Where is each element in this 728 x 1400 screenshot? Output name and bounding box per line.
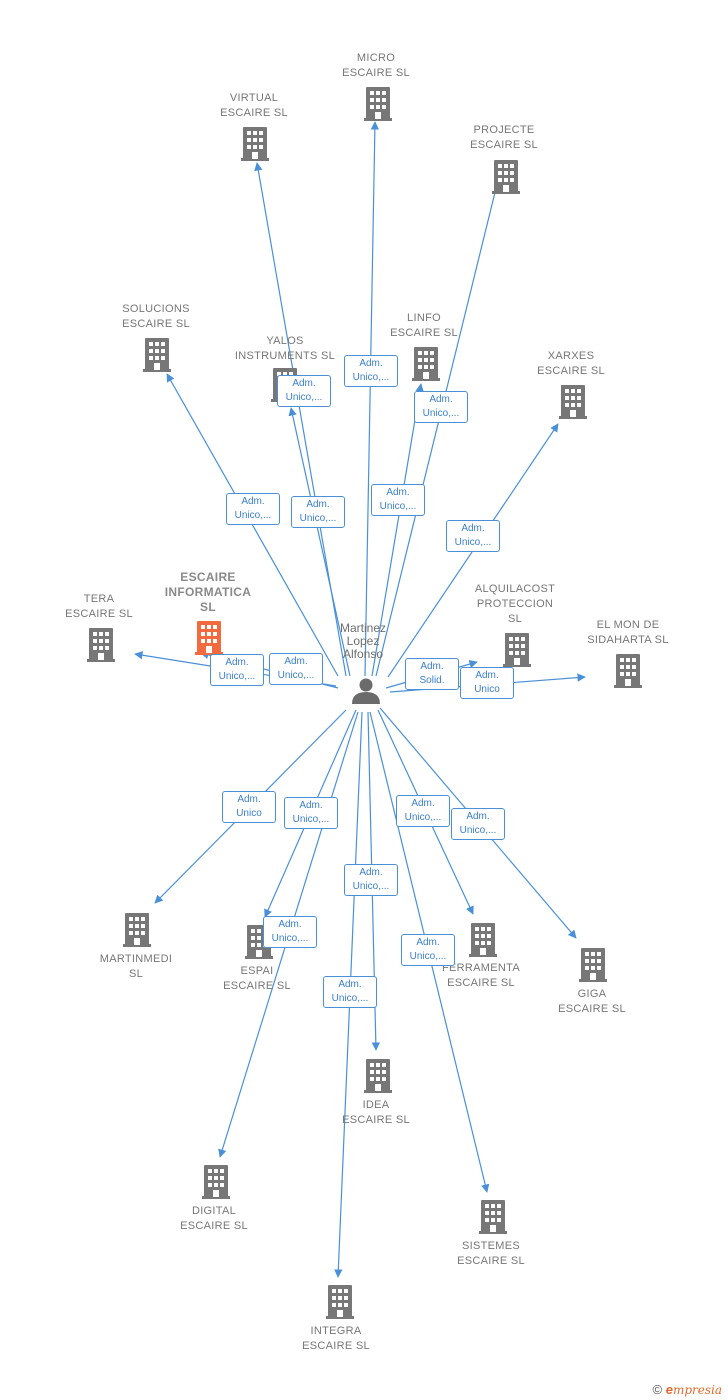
company-label-solucions[interactable]: SOLUCIONS ESCAIRE SL bbox=[122, 303, 190, 330]
relation-badge-elmon[interactable]: Adm. Unico bbox=[460, 667, 514, 699]
company-label-linfo[interactable]: LINFO ESCAIRE SL bbox=[390, 312, 458, 339]
company-label-giga[interactable]: GIGA ESCAIRE SL bbox=[558, 988, 626, 1015]
company-label-xarxes[interactable]: XARXES ESCAIRE SL bbox=[537, 350, 605, 377]
building-icon-micro[interactable] bbox=[364, 87, 392, 121]
company-label-informatica[interactable]: ESCAIRE INFORMATICA SL bbox=[164, 570, 252, 614]
edge-line-linfo bbox=[371, 383, 424, 677]
building-icon-digital[interactable] bbox=[202, 1165, 230, 1199]
relation-badge-espai[interactable]: Adm. Unico,... bbox=[284, 797, 338, 829]
company-label-alquilacost[interactable]: ALQUILACOST PROTECCION SL bbox=[474, 583, 556, 625]
building-icon-martinmedi[interactable] bbox=[123, 913, 151, 947]
building-icon-tera[interactable] bbox=[87, 628, 115, 662]
edge-line-solucions bbox=[166, 373, 339, 677]
company-label-virtual[interactable]: VIRTUAL ESCAIRE SL bbox=[220, 92, 288, 119]
relation-badge-idea[interactable]: Adm. Unico,... bbox=[344, 864, 398, 896]
edge-line-yalos bbox=[288, 407, 351, 677]
brand-logo[interactable]: empresia bbox=[665, 1382, 722, 1397]
building-icon-integra[interactable] bbox=[326, 1285, 354, 1319]
company-label-elmon[interactable]: EL MON DE SIDAHARTA SL bbox=[587, 619, 669, 646]
building-icon-ferramenta[interactable] bbox=[469, 923, 497, 957]
company-label-espai[interactable]: ESPAI ESCAIRE SL bbox=[223, 965, 291, 992]
relation-badge-sistemes[interactable]: Adm. Unico,... bbox=[401, 934, 455, 966]
nodes-layer bbox=[87, 87, 642, 1319]
relation-badge-ferramenta[interactable]: Adm. Unico,... bbox=[396, 795, 450, 827]
building-icon-informatica[interactable] bbox=[195, 621, 223, 655]
company-label-sistemes[interactable]: SISTEMES ESCAIRE SL bbox=[457, 1240, 525, 1267]
company-label-projecte[interactable]: PROJECTE ESCAIRE SL bbox=[470, 124, 538, 151]
company-label-idea[interactable]: IDEA ESCAIRE SL bbox=[342, 1099, 410, 1126]
building-icon-sistemes[interactable] bbox=[479, 1200, 507, 1234]
relation-badge-tera[interactable]: Adm. Unico,... bbox=[210, 654, 264, 686]
copyright-symbol: © bbox=[652, 1382, 663, 1397]
person-icon[interactable] bbox=[352, 678, 380, 705]
company-label-martinmedi[interactable]: MARTINMEDI SL bbox=[99, 953, 173, 980]
relation-badge-martinmedi[interactable]: Adm. Unico bbox=[222, 791, 276, 823]
building-icon-virtual[interactable] bbox=[241, 127, 269, 161]
company-label-yalos[interactable]: YALOS INSTRUMENTS SL bbox=[234, 335, 336, 362]
building-icon-linfo[interactable] bbox=[412, 347, 440, 381]
company-label-micro[interactable]: MICRO ESCAIRE SL bbox=[342, 52, 410, 79]
company-label-ferramenta[interactable]: FERRAMENTA ESCAIRE SL bbox=[442, 962, 520, 989]
company-label-integra[interactable]: INTEGRA ESCAIRE SL bbox=[302, 1325, 370, 1352]
center-person-name[interactable]: Martinez Lopez Alfonso bbox=[339, 621, 386, 661]
company-label-tera[interactable]: TERA ESCAIRE SL bbox=[65, 593, 133, 620]
relation-badge-integra[interactable]: Adm. Unico,... bbox=[323, 976, 377, 1008]
footer-credit: © empresia bbox=[652, 1382, 722, 1397]
edge-line-micro bbox=[364, 121, 380, 677]
building-icon-projecte[interactable] bbox=[492, 160, 520, 194]
relation-badge-digital[interactable]: Adm. Unico,... bbox=[263, 916, 317, 948]
relation-badge-yalos[interactable]: Adm. Unico,... bbox=[277, 375, 331, 407]
building-icon-idea[interactable] bbox=[364, 1059, 392, 1093]
relation-badge-micro[interactable]: Adm. Unico,... bbox=[344, 355, 398, 387]
relation-badge-alquilacost[interactable]: Adm. Solid. bbox=[405, 658, 459, 690]
relation-badge-virtual[interactable]: Adm. Unico,... bbox=[291, 496, 345, 528]
company-label-digital[interactable]: DIGITAL ESCAIRE SL bbox=[180, 1205, 248, 1232]
building-icon-alquilacost[interactable] bbox=[503, 633, 531, 667]
building-icon-elmon[interactable] bbox=[614, 654, 642, 688]
relation-badge-xarxes[interactable]: Adm. Unico,... bbox=[446, 520, 500, 552]
relation-badge-solucions[interactable]: Adm. Unico,... bbox=[226, 493, 280, 525]
relation-badge-informatica[interactable]: Adm. Unico,... bbox=[269, 653, 323, 685]
building-icon-xarxes[interactable] bbox=[559, 385, 587, 419]
building-icon-giga[interactable] bbox=[579, 948, 607, 982]
building-icon-solucions[interactable] bbox=[143, 338, 171, 372]
relation-badge-linfo[interactable]: Adm. Unico,... bbox=[414, 391, 468, 423]
relation-badge-giga[interactable]: Adm. Unico,... bbox=[451, 808, 505, 840]
relation-badge-projecte[interactable]: Adm. Unico,... bbox=[371, 484, 425, 516]
